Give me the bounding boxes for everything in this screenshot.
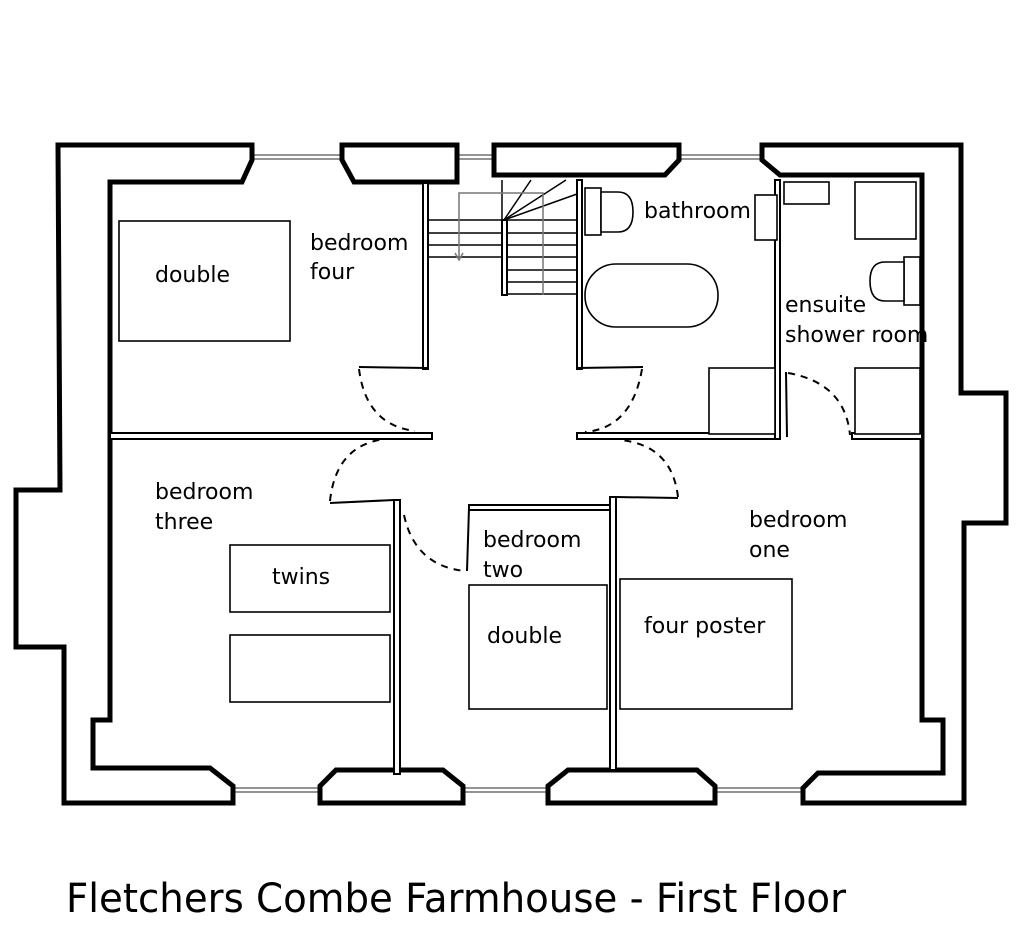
room-label-bedroom-two-1: bedroom bbox=[483, 528, 581, 553]
room-label-ensuite-2: shower room bbox=[785, 323, 928, 348]
plan-title: Fletchers Combe Farmhouse - First Floor bbox=[66, 876, 847, 922]
bed-twin-1 bbox=[229, 544, 391, 613]
room-label-ensuite-1: ensuite bbox=[785, 293, 866, 318]
shower-tray bbox=[854, 181, 917, 240]
staircase bbox=[428, 179, 578, 296]
room-label-bedroom-one-2: one bbox=[749, 538, 790, 563]
ensuite-basin bbox=[783, 181, 830, 205]
bed-bedroom-two bbox=[468, 584, 608, 710]
basin bbox=[754, 194, 778, 241]
bed-label-bedroom-one: four poster bbox=[644, 614, 766, 639]
bed-twin-2 bbox=[229, 634, 391, 703]
outer-walls bbox=[13, 142, 1009, 806]
ensuite-toilet-cistern bbox=[903, 256, 921, 306]
room-label-bedroom-four-1: bedroom bbox=[310, 231, 408, 256]
bed-label-bedroom-two: double bbox=[487, 624, 562, 649]
room-label-bedroom-three-1: bedroom bbox=[155, 480, 253, 505]
windows bbox=[233, 154, 803, 793]
room-label-bedroom-one-1: bedroom bbox=[749, 508, 847, 533]
bed-label-bedroom-three: twins bbox=[272, 565, 330, 590]
beds bbox=[118, 220, 793, 710]
interior-walls bbox=[109, 179, 923, 775]
room-label-bedroom-four-2: four bbox=[310, 260, 355, 285]
ensuite-toilet-bowl bbox=[869, 261, 905, 302]
bed-bedroom-one bbox=[619, 578, 793, 710]
bath-cupboard bbox=[708, 367, 776, 435]
bed-label-bedroom-four: double bbox=[155, 263, 230, 288]
room-label-bedroom-three-2: three bbox=[155, 510, 213, 535]
bed-bedroom-four bbox=[118, 220, 291, 342]
doors bbox=[329, 366, 851, 572]
bathtub bbox=[584, 263, 719, 328]
room-labels: double bedroom four bathroom ensuite sho… bbox=[155, 199, 928, 649]
room-label-bathroom: bathroom bbox=[644, 199, 751, 224]
toilet-bowl bbox=[600, 191, 634, 233]
ensuite-fixtures bbox=[783, 181, 921, 435]
bathroom-fixtures bbox=[584, 187, 778, 435]
room-label-bedroom-two-2: two bbox=[483, 558, 523, 583]
toilet-cistern bbox=[584, 187, 602, 236]
ensuite-cupboard bbox=[854, 367, 921, 435]
